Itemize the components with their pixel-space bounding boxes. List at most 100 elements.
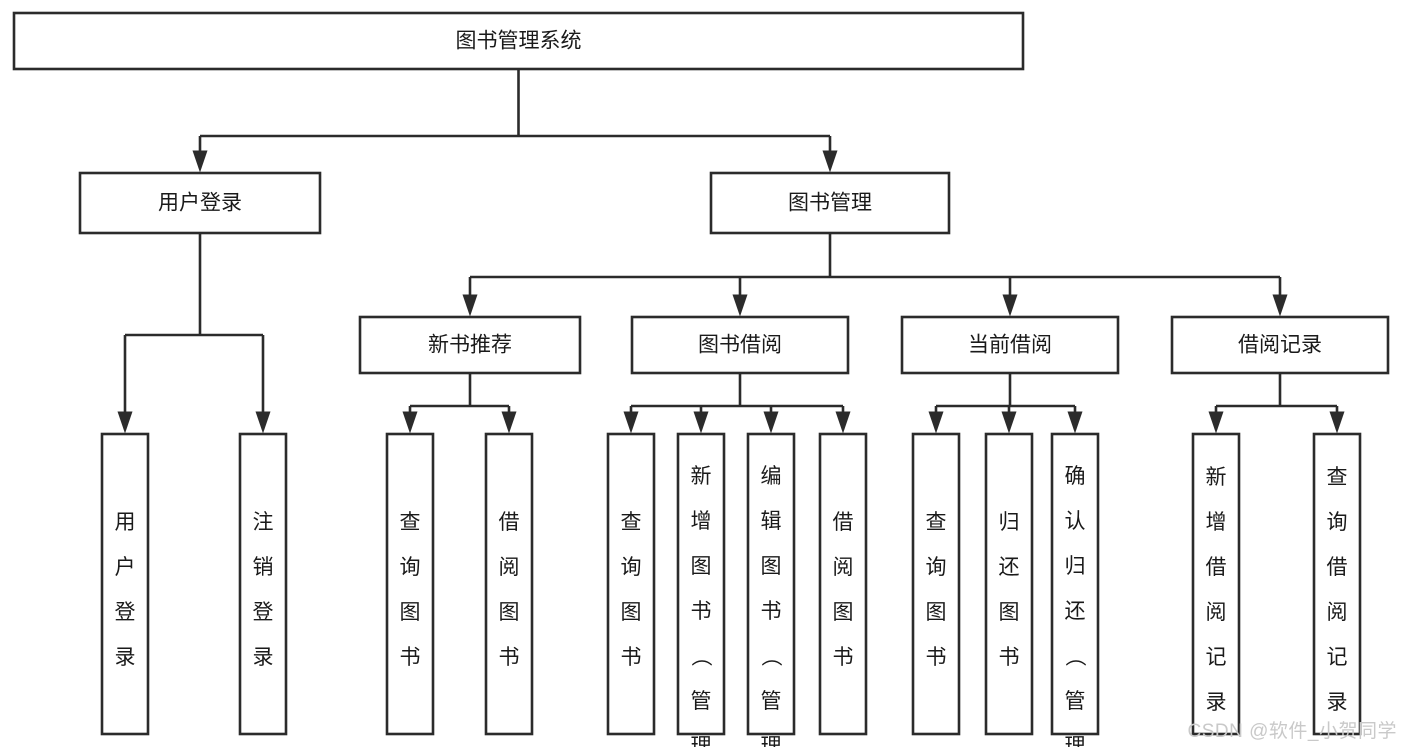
node-label-char: 阅 xyxy=(1327,601,1348,624)
node-box-leaf-user-login xyxy=(100,432,150,736)
node-box-leaf-query-book-2 xyxy=(606,432,656,736)
node-label-char: 借 xyxy=(833,511,854,534)
node-label-char: 销 xyxy=(253,556,274,579)
node-box-leaf-query-book-1 xyxy=(385,432,435,736)
node-current-borrow[interactable]: 当前借阅 xyxy=(900,315,1120,375)
node-label-user-login: 用户登录 xyxy=(158,192,242,215)
node-label-book-manage: 图书管理 xyxy=(788,192,872,215)
node-label-char: 理 xyxy=(1065,735,1086,747)
node-box-leaf-logout xyxy=(238,432,288,736)
node-label-char: 询 xyxy=(621,556,642,579)
node-label-root: 图书管理系统 xyxy=(456,30,582,53)
node-label-char: 编 xyxy=(761,465,782,488)
node-label-char: 书 xyxy=(761,600,782,623)
node-label-char: 归 xyxy=(1065,555,1086,578)
node-label-char: 图 xyxy=(499,601,520,624)
node-label-char: 图 xyxy=(926,601,947,624)
node-box-book-borrow xyxy=(630,315,850,375)
node-label-char: 新 xyxy=(1206,466,1227,489)
node-box-leaf-confirm-return xyxy=(1050,432,1100,736)
node-label-char: 管 xyxy=(691,690,712,713)
node-label-char: 图 xyxy=(999,601,1020,624)
node-label-char: 管 xyxy=(1065,690,1086,713)
node-label-char: 注 xyxy=(253,511,274,534)
node-book-manage[interactable]: 图书管理 xyxy=(709,171,951,235)
node-label-current-borrow: 当前借阅 xyxy=(968,334,1052,357)
node-box-borrow-record xyxy=(1170,315,1390,375)
node-label-char: 借 xyxy=(499,511,520,534)
node-label-new-book-rec: 新书推荐 xyxy=(428,334,512,357)
node-label-char: 还 xyxy=(999,556,1020,579)
node-label-char: 用 xyxy=(115,511,136,534)
node-box-leaf-borrow-book-2 xyxy=(818,432,868,736)
node-label-char: 图 xyxy=(761,555,782,578)
node-label-borrow-record: 借阅记录 xyxy=(1238,334,1322,357)
node-label-char: 书 xyxy=(621,646,642,669)
node-label-char: 图 xyxy=(691,555,712,578)
node-label-char: 借 xyxy=(1327,556,1348,579)
node-new-book-rec[interactable]: 新书推荐 xyxy=(358,315,582,375)
node-label-char: 记 xyxy=(1327,646,1348,669)
node-label-char: 阅 xyxy=(833,556,854,579)
node-label-char: 登 xyxy=(253,601,274,624)
node-label-char: 书 xyxy=(833,646,854,669)
node-label-char: 阅 xyxy=(499,556,520,579)
node-label-char: 登 xyxy=(115,601,136,624)
node-layer: 图书管理系统用户登录图书管理新书推荐图书借阅当前借阅借阅记录用户登录注销登录查询… xyxy=(12,11,1390,747)
node-label-char: 新 xyxy=(691,465,712,488)
node-label-book-borrow: 图书借阅 xyxy=(698,334,782,357)
node-user-login[interactable]: 用户登录 xyxy=(78,171,322,235)
node-box-user-login xyxy=(78,171,322,235)
node-label-char: 查 xyxy=(926,511,947,534)
node-label-char: 增 xyxy=(1206,511,1227,534)
node-label-char: 理 xyxy=(691,735,712,747)
node-label-char: 查 xyxy=(1327,466,1348,489)
node-label-char: 询 xyxy=(400,556,421,579)
node-box-new-book-rec xyxy=(358,315,582,375)
node-box-leaf-add-book xyxy=(676,432,726,736)
node-label-char: 借 xyxy=(1206,556,1227,579)
node-label-char: 询 xyxy=(1327,511,1348,534)
node-label-char: 认 xyxy=(1065,510,1086,533)
node-label-char: 书 xyxy=(926,646,947,669)
node-label-char: 录 xyxy=(115,646,136,669)
node-root[interactable]: 图书管理系统 xyxy=(12,11,1025,71)
node-label-char: （ xyxy=(1063,646,1086,667)
node-box-leaf-borrow-book-1 xyxy=(484,432,534,736)
node-label-char: 还 xyxy=(1065,600,1086,623)
node-label-char: 书 xyxy=(499,646,520,669)
node-label-char: 书 xyxy=(999,646,1020,669)
node-label-char: 录 xyxy=(1206,691,1227,714)
node-box-root xyxy=(12,11,1025,71)
node-label-char: 询 xyxy=(926,556,947,579)
node-label-char: 阅 xyxy=(1206,601,1227,624)
node-label-char: 书 xyxy=(400,646,421,669)
node-label-char: 图 xyxy=(621,601,642,624)
node-label-char: 理 xyxy=(761,735,782,747)
node-leaf-user-login[interactable]: 用户登录 xyxy=(100,432,150,736)
node-label-char: 录 xyxy=(1327,691,1348,714)
node-label-char: 确 xyxy=(1065,465,1086,488)
node-label-char: 增 xyxy=(691,510,712,533)
node-box-current-borrow xyxy=(900,315,1120,375)
node-borrow-record[interactable]: 借阅记录 xyxy=(1170,315,1390,375)
node-label-char: 查 xyxy=(400,511,421,534)
node-box-leaf-add-record xyxy=(1191,432,1241,736)
node-book-borrow[interactable]: 图书借阅 xyxy=(630,315,850,375)
node-label-char: 图 xyxy=(833,601,854,624)
node-label-char: 归 xyxy=(999,511,1020,534)
